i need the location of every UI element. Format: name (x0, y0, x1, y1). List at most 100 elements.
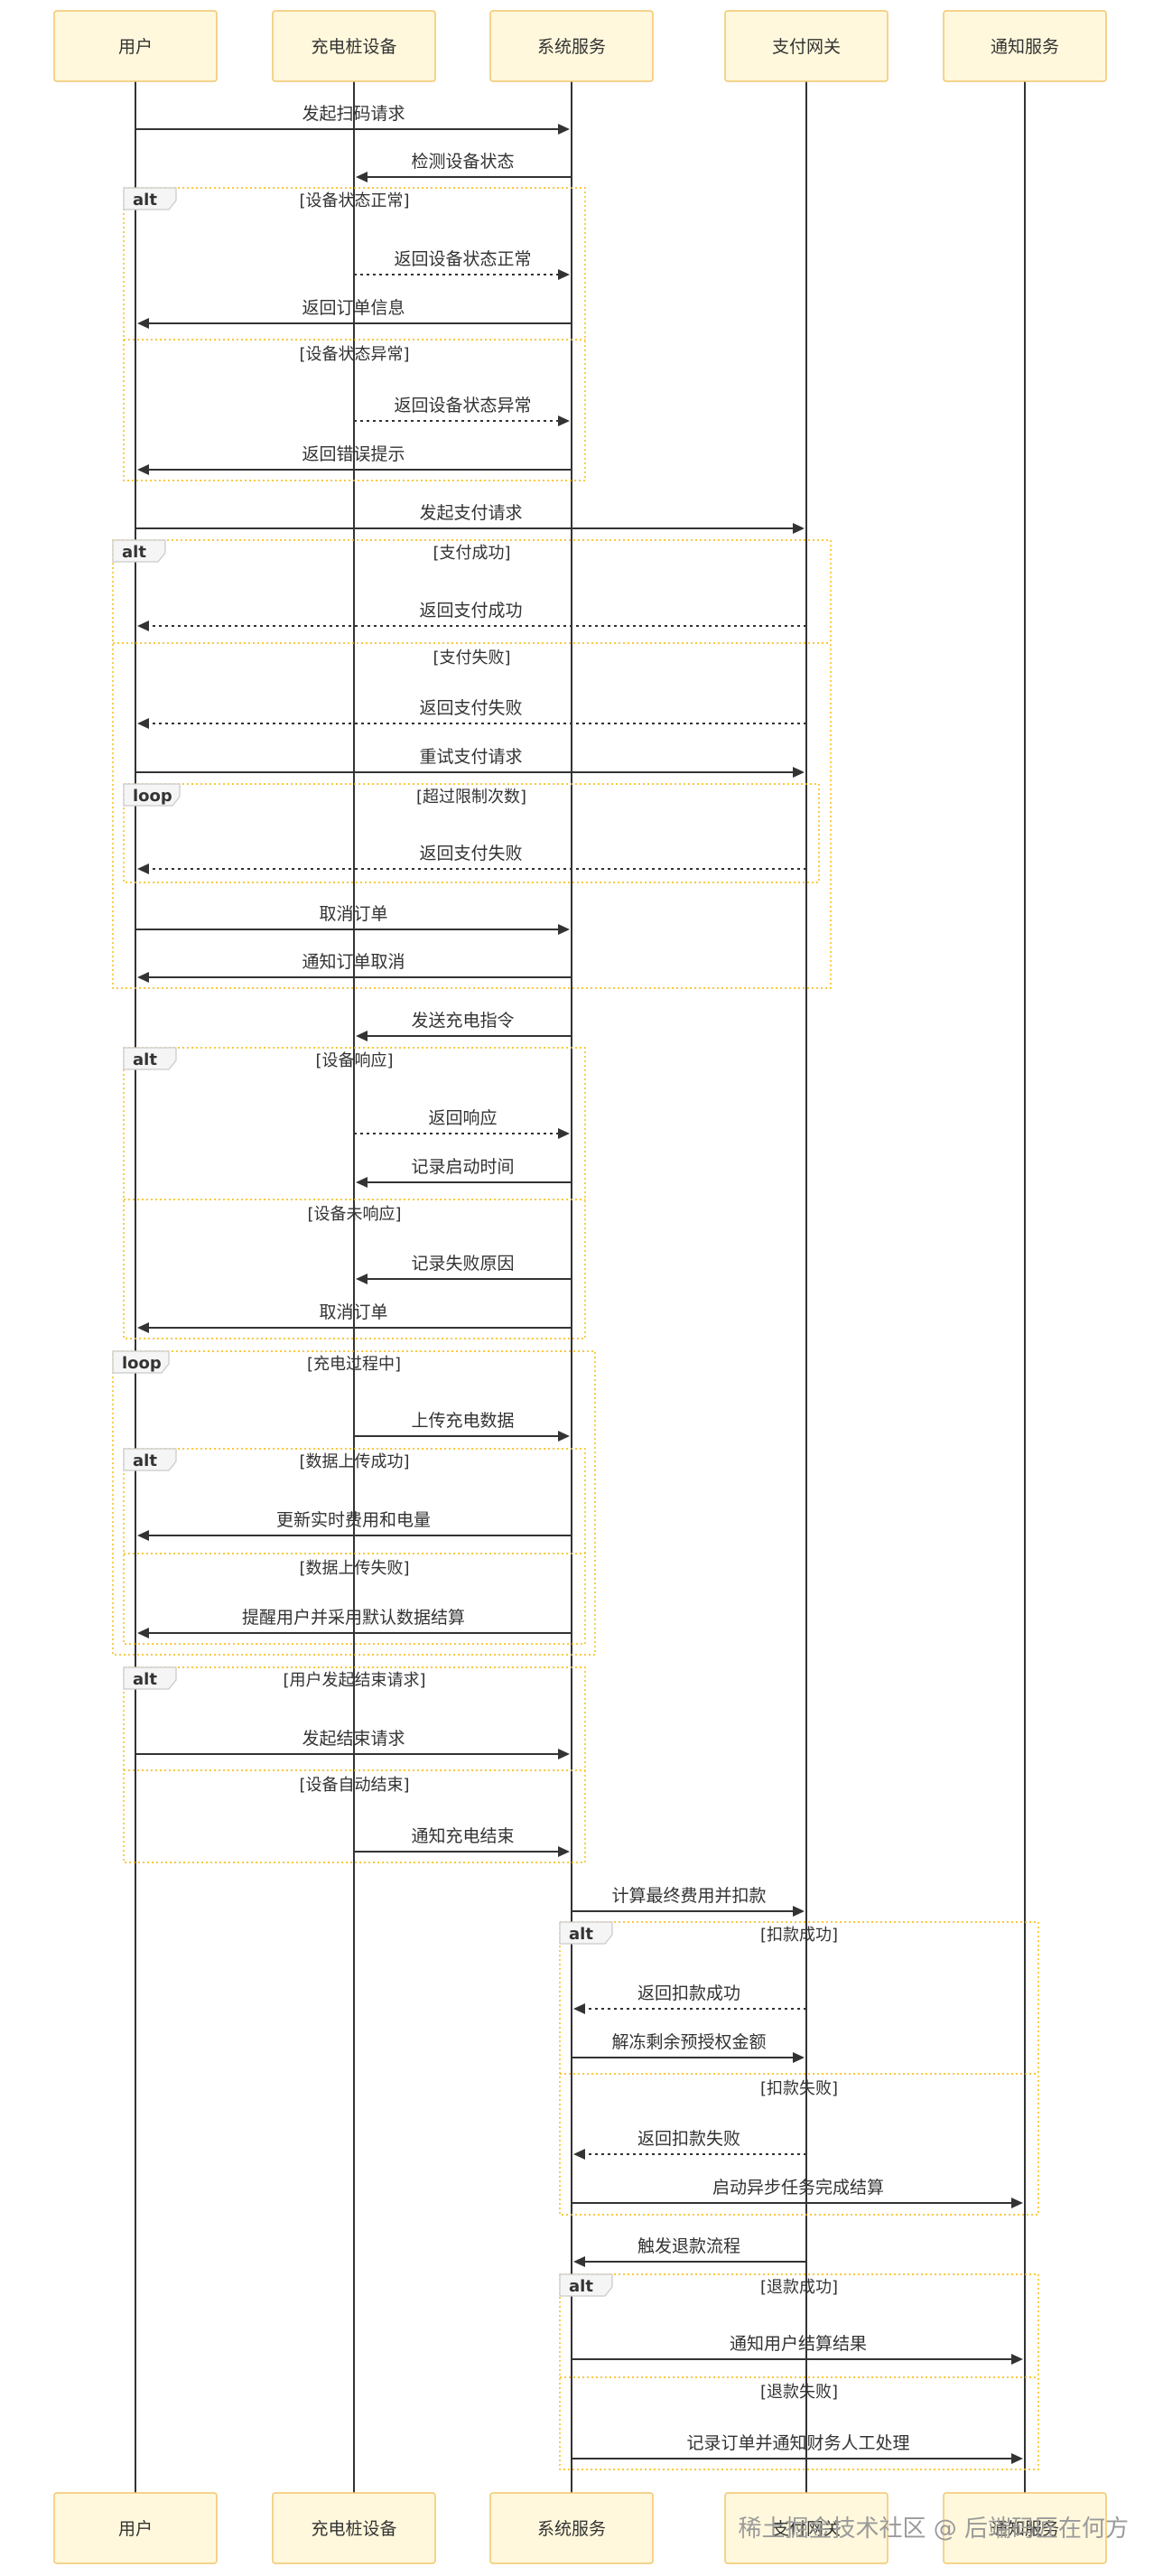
arrowhead-icon (137, 464, 149, 475)
fragment-condition: [支付失败] (433, 649, 510, 667)
participant-box (724, 10, 889, 82)
message: 取消订单 (137, 1302, 572, 1333)
fragment-alt: alt[数据上传成功][数据上传失败] (123, 1448, 586, 1645)
arrowhead-icon (137, 1530, 149, 1541)
message: 通知用户结算结果 (572, 2334, 1023, 2365)
fragment-tag (123, 187, 177, 210)
message-label: 发起结束请求 (302, 1729, 405, 1749)
participant-box (53, 2492, 218, 2564)
participant-label: 通知服务 (991, 37, 1059, 57)
message: 提醒用户并采用默认数据结算 (137, 1608, 572, 1638)
message-label: 启动异步任务完成结算 (712, 2178, 884, 2198)
participant-box (489, 10, 654, 82)
arrowhead-icon (137, 863, 149, 874)
arrowhead-icon (356, 1177, 368, 1188)
message-label: 取消订单 (319, 904, 387, 924)
message-label: 记录订单并通知财务人工处理 (686, 2433, 909, 2453)
participant-notify-bottom: 通知服务 (943, 2492, 1107, 2564)
message-label: 检测设备状态 (411, 152, 514, 172)
participant-pile-top: 充电桩设备 (272, 10, 436, 82)
message-label: 记录启动时间 (411, 1157, 514, 1177)
message: 返回扣款成功 (573, 1983, 806, 2014)
message: 返回扣款失败 (573, 2129, 806, 2160)
message-label: 解冻剩余预授权金额 (611, 2032, 766, 2052)
fragment-alt: alt[扣款成功][扣款失败] (559, 1921, 1039, 2216)
message: 返回支付成功 (137, 601, 806, 631)
fragment-border (112, 1350, 596, 1656)
message-label: 返回响应 (428, 1108, 497, 1128)
message: 返回设备状态异常 (354, 396, 570, 426)
arrowhead-icon (558, 1749, 570, 1759)
fragment-condition: [用户发起结束请求] (283, 1671, 425, 1690)
participant-pay-top: 支付网关 (724, 10, 889, 82)
message-label: 返回扣款失败 (637, 2129, 740, 2149)
participant-box (489, 2492, 654, 2564)
participant-label: 充电桩设备 (311, 37, 396, 57)
arrowhead-icon (793, 767, 805, 778)
arrowhead-icon (137, 972, 149, 983)
message: 记录启动时间 (356, 1157, 572, 1188)
messages: 发起扫码请求检测设备状态返回设备状态正常返回订单信息返回设备状态异常返回错误提示… (135, 104, 1023, 2464)
message: 更新实时费用和电量 (137, 1510, 572, 1541)
fragment-tag (123, 1666, 177, 1690)
arrowhead-icon (558, 269, 570, 280)
arrowhead-icon (356, 1274, 368, 1284)
arrowhead-icon (573, 2149, 585, 2160)
message: 重试支付请求 (135, 747, 805, 778)
arrowhead-icon (573, 2003, 585, 2014)
fragment-condition: [数据上传失败] (299, 1559, 409, 1578)
message: 触发退款流程 (573, 2236, 806, 2267)
message-label: 返回错误提示 (302, 444, 405, 464)
message: 返回设备状态正常 (354, 249, 570, 280)
fragment-condition: [设备未响应] (307, 1205, 401, 1224)
participant-user-bottom: 用户 (53, 2492, 218, 2564)
arrowhead-icon (1011, 2198, 1023, 2208)
participant-box (943, 10, 1107, 82)
message: 通知充电结束 (354, 1826, 570, 1857)
arrowhead-icon (137, 718, 149, 729)
message: 返回错误提示 (137, 444, 572, 475)
fragment-kind: loop (122, 1354, 162, 1373)
fragment-kind: loop (133, 787, 172, 806)
participant-label: 用户 (118, 37, 153, 57)
participant-box (724, 2492, 889, 2564)
message-label: 取消订单 (319, 1302, 387, 1322)
message-label: 返回支付失败 (419, 698, 522, 718)
fragment-border (123, 187, 586, 481)
message-label: 通知订单取消 (302, 952, 405, 972)
fragment-tag (112, 1350, 170, 1374)
arrowhead-icon (793, 1906, 805, 1917)
arrowhead-icon (558, 415, 570, 426)
message-label: 返回设备状态异常 (394, 396, 531, 415)
message: 记录失败原因 (356, 1254, 572, 1284)
fragment-tag (112, 539, 166, 563)
message-label: 返回扣款成功 (637, 1983, 740, 2003)
message-label: 提醒用户并采用默认数据结算 (242, 1608, 465, 1628)
arrowhead-icon (558, 1846, 570, 1857)
message-label: 更新实时费用和电量 (276, 1510, 431, 1530)
participant-label: 支付网关 (772, 2519, 841, 2539)
fragment-border (123, 1666, 586, 1863)
message: 发起支付请求 (135, 503, 805, 534)
arrowhead-icon (356, 1031, 368, 1041)
participant-sys-bottom: 系统服务 (489, 2492, 654, 2564)
message-label: 计算最终费用并扣款 (611, 1886, 766, 1906)
fragment-border (559, 2273, 1039, 2470)
message: 返回订单信息 (137, 298, 572, 329)
message-label: 返回支付失败 (419, 844, 522, 863)
fragment-border (123, 783, 820, 883)
message: 返回支付失败 (137, 698, 806, 729)
participant-box (53, 10, 218, 82)
fragment-alt: alt[退款成功][退款失败] (559, 2273, 1039, 2470)
message-label: 记录失败原因 (411, 1254, 514, 1274)
fragment-condition: [设备状态异常] (299, 345, 409, 364)
message-label: 通知充电结束 (411, 1826, 514, 1846)
fragment-condition: [设备响应] (315, 1051, 393, 1070)
message-label: 重试支付请求 (419, 747, 522, 767)
fragment-loop: loop[超过限制次数] (123, 783, 820, 883)
participant-label: 用户 (118, 2519, 153, 2539)
fragment-condition: [设备状态正常] (299, 191, 409, 210)
message-label: 上传充电数据 (411, 1411, 514, 1431)
fragment-loop: loop[充电过程中] (112, 1350, 596, 1656)
